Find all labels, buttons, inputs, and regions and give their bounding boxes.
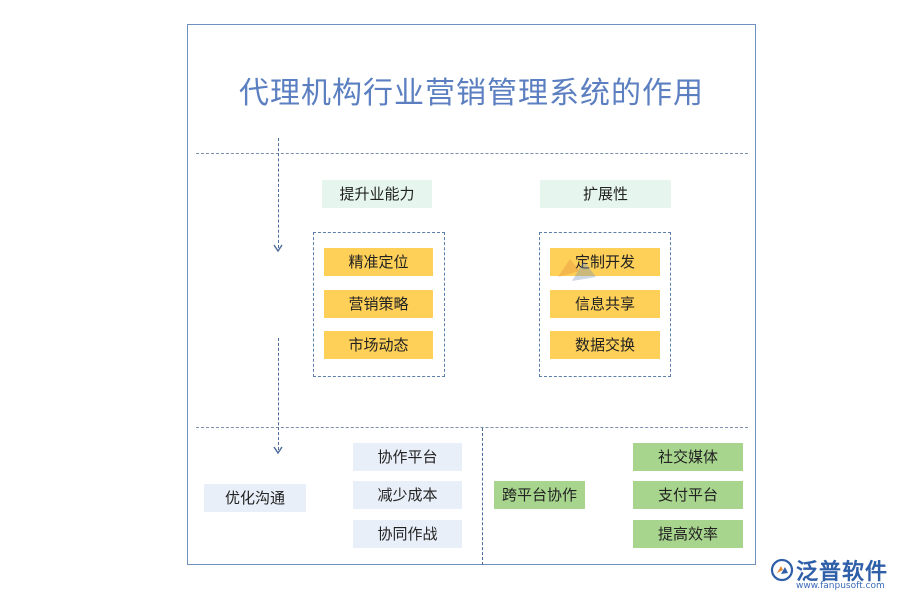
group-improve-capability xyxy=(313,232,445,377)
item-social-media: 社交媒体 xyxy=(633,443,743,471)
brand-url: www.fanpusoft.com xyxy=(796,581,885,591)
item-market-dynamics: 市场动态 xyxy=(324,331,433,359)
brand-logo-icon xyxy=(770,558,794,582)
diagram-frame xyxy=(187,24,756,565)
item-reduce-cost: 减少成本 xyxy=(353,481,462,509)
item-marketing-strategy: 营销策略 xyxy=(324,290,433,318)
brand-name: 泛普软件 xyxy=(796,560,889,585)
label-cross-platform-collaboration: 跨平台协作 xyxy=(494,481,585,509)
group-extensibility xyxy=(539,232,671,377)
top-divider xyxy=(196,153,748,154)
arrow-line-lower xyxy=(278,338,279,450)
item-payment-platform: 支付平台 xyxy=(633,481,743,509)
diagram-title: 代理机构行业营销管理系统的作用 xyxy=(239,76,704,111)
header-extensibility: 扩展性 xyxy=(540,180,671,208)
arrow-line-upper xyxy=(278,138,279,248)
arrow-down-icon xyxy=(273,446,283,455)
item-custom-development: 定制开发 xyxy=(550,248,660,276)
item-coordinated-operation: 协同作战 xyxy=(353,520,462,548)
item-data-exchange: 数据交换 xyxy=(550,331,660,359)
item-collaboration-platform: 协作平台 xyxy=(353,443,462,471)
middle-divider xyxy=(196,427,748,428)
item-information-sharing: 信息共享 xyxy=(550,290,660,318)
watermark-logo-icon xyxy=(558,259,596,281)
brand-logo: 泛普软件 www.fanpusoft.com xyxy=(768,553,898,595)
label-optimize-communication: 优化沟通 xyxy=(204,484,306,512)
item-precise-positioning: 精准定位 xyxy=(324,248,433,276)
arrow-down-icon xyxy=(273,244,283,253)
bottom-vertical-divider xyxy=(482,428,483,565)
header-improve-capability: 提升业能力 xyxy=(322,180,432,208)
item-improve-efficiency: 提高效率 xyxy=(633,520,743,548)
